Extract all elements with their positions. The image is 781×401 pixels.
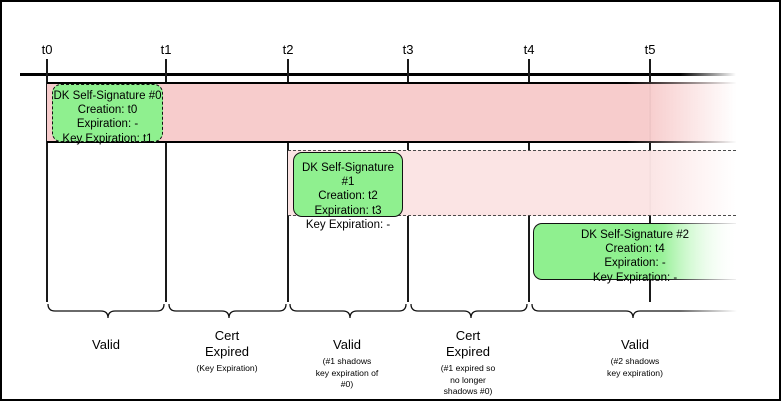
- tick-label-t4: t4: [523, 42, 535, 57]
- period-label-t3-t4: Cert Expired (#1 expired so no longer sh…: [403, 328, 533, 398]
- period-t0-t1-title: Valid: [92, 337, 120, 352]
- band-1-top-edge: [288, 150, 736, 151]
- signature-2-expiration: Expiration: -: [604, 257, 666, 270]
- period-label-t0-t1: Valid: [41, 337, 171, 356]
- signature-box-2: DK Self-Signature #2 Creation: t4 Expira…: [533, 222, 736, 284]
- tick-label-t1: t1: [160, 42, 172, 57]
- signature-1-creation: Creation: t2: [318, 190, 378, 203]
- period-t2-t3-title: Valid: [333, 337, 361, 352]
- tick-label-t5: t5: [644, 42, 656, 57]
- tick-line-t1: [165, 59, 167, 302]
- signature-2-title: DK Self-Signature #2: [580, 229, 690, 241]
- brace-t1-t2: [168, 303, 287, 319]
- signature-1-title: DK Self-Signature #1: [301, 162, 395, 189]
- tick-label-t0: t0: [41, 42, 53, 57]
- tick-label-t3: t3: [402, 42, 414, 57]
- period-t1-t2-note: (Key Expiration): [196, 363, 258, 373]
- signature-box-1: DK Self-Signature #1 Creation: t2 Expira…: [293, 152, 403, 231]
- band-1-bottom-edge: [288, 215, 736, 216]
- tick-label-t2: t2: [282, 42, 294, 57]
- period-t4-end-title: Valid: [621, 337, 649, 352]
- signature-2-creation: Creation: t4: [605, 243, 665, 256]
- period-braces: [47, 303, 737, 319]
- signature-2-key-expiration: Key Expiration: -: [592, 271, 678, 284]
- signature-box-0: DK Self-Signature #0 Creation: t0 Expira…: [52, 84, 163, 145]
- signature-1-key-expiration: Key Expiration: -: [305, 218, 391, 231]
- period-t3-t4-note: (#1 expired so no longer shadows #0): [440, 363, 496, 396]
- period-t1-t2-title: Cert Expired: [204, 328, 250, 359]
- period-t3-t4-title: Cert Expired: [445, 328, 491, 359]
- period-label-t1-t2: Cert Expired (Key Expiration): [162, 328, 292, 375]
- brace-t3-t4: [410, 303, 528, 319]
- signature-0-expiration: Expiration: -: [76, 118, 139, 131]
- brace-t0-t1: [47, 303, 165, 319]
- period-t2-t3-note: (#1 shadows key expiration of #0): [315, 356, 379, 389]
- signature-0-key-expiration: Key Expiration: t1: [62, 132, 153, 145]
- period-label-t2-t3: Valid (#1 shadows key expiration of #0): [282, 337, 412, 391]
- period-label-t4-end: Valid (#2 shadows key expiration): [560, 337, 710, 379]
- time-axis-line: [20, 73, 736, 76]
- period-t4-end-note: (#2 shadows key expiration): [607, 356, 663, 378]
- brace-t2-t3: [289, 303, 407, 319]
- brace-t4-end: [531, 303, 737, 319]
- tick-line-t0: [46, 59, 48, 302]
- signature-1-expiration: Expiration: t3: [314, 204, 382, 217]
- signature-0-title: DK Self-Signature #0: [53, 90, 162, 102]
- signature-0-creation: Creation: t0: [77, 104, 138, 117]
